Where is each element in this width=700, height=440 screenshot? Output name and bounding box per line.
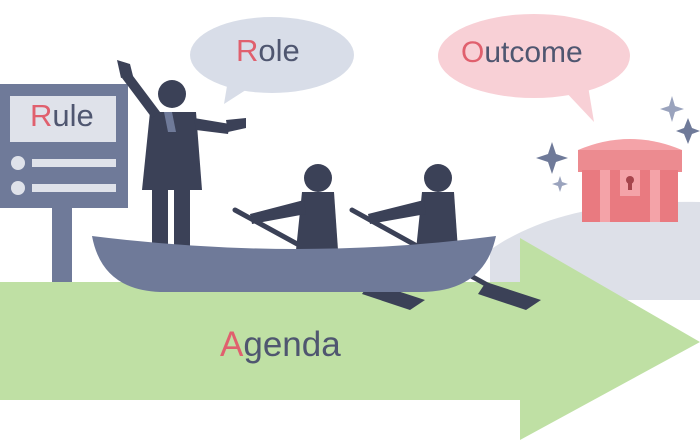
boat-icon	[92, 236, 496, 292]
rule-label: Rule	[30, 98, 94, 134]
outcome-label: Outcome	[461, 36, 583, 70]
speech-bubble-icon	[438, 14, 630, 122]
sparkle-icon	[536, 142, 568, 174]
outcome-label-initial: O	[461, 36, 485, 69]
rower-figure-icon	[368, 164, 458, 250]
rule-label-rest: ule	[52, 98, 94, 133]
leader-figure-icon	[117, 60, 246, 246]
sparkle-icon	[660, 96, 684, 122]
rule-label-initial: R	[30, 98, 53, 133]
rower-figure-icon	[250, 164, 338, 250]
agenda-label: Agenda	[220, 325, 341, 365]
sparkle-icon	[552, 176, 568, 192]
sparkle-icon	[676, 118, 700, 144]
speech-bubble-icon	[190, 17, 354, 104]
agenda-label-initial: A	[220, 325, 244, 364]
agenda-label-rest: genda	[243, 325, 341, 364]
treasure-chest-icon	[578, 139, 682, 222]
signboard-icon	[0, 84, 128, 282]
role-label-rest: ole	[258, 33, 300, 68]
outcome-label-rest: utcome	[484, 36, 583, 69]
role-label: Role	[236, 33, 300, 69]
role-label-initial: R	[236, 33, 259, 68]
